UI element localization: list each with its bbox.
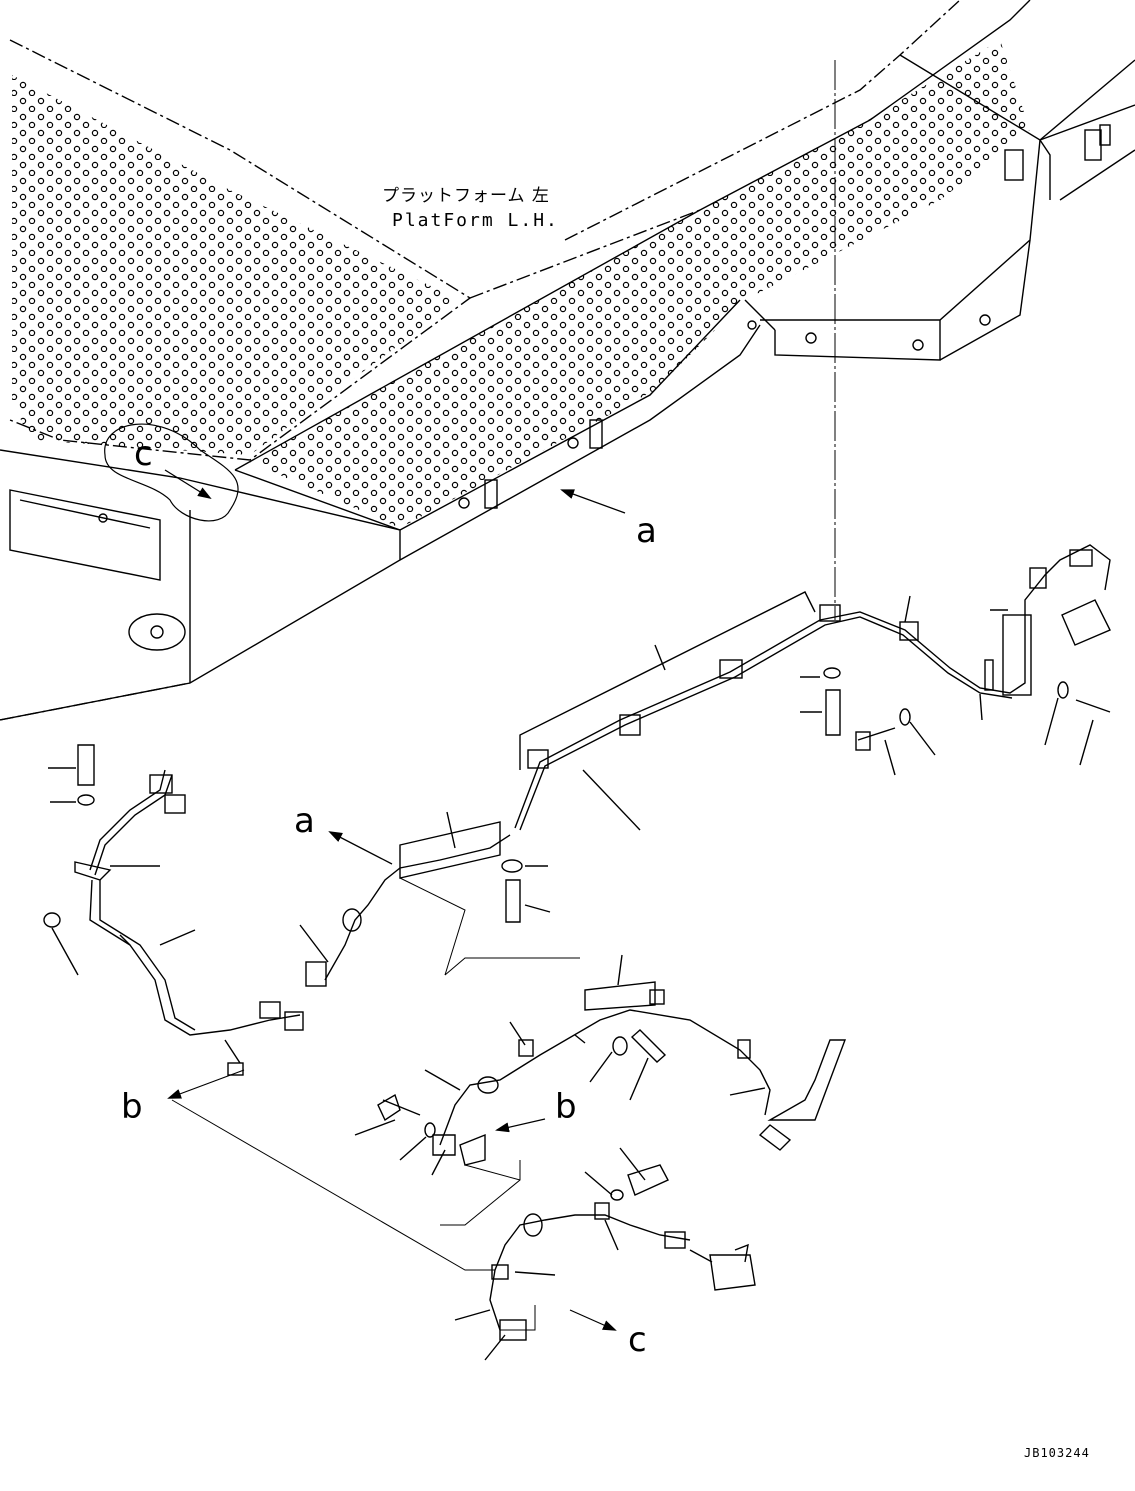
drawing-number: JB103244 [1024, 1446, 1090, 1460]
view-arrows [104, 423, 626, 865]
platform-title-japanese: プラットフォーム 左 [382, 186, 550, 206]
view-label-a-mid: a [294, 801, 315, 841]
harness-middle [299, 811, 580, 987]
harness-bottom [454, 1147, 756, 1361]
platform-left-deck [0, 39, 472, 721]
harness-lower [171, 954, 847, 1271]
view-label-a-top: a [636, 511, 657, 551]
view-label-c-bottom: c [628, 1320, 647, 1360]
platform-title-english: PlatForm L.H. [392, 210, 559, 231]
harness-left [43, 744, 304, 1099]
view-label-b-left: b [121, 1087, 143, 1127]
view-label-c-top: c [134, 434, 153, 474]
harness-upper [514, 60, 1111, 831]
view-label-b-mid: b [555, 1087, 577, 1127]
